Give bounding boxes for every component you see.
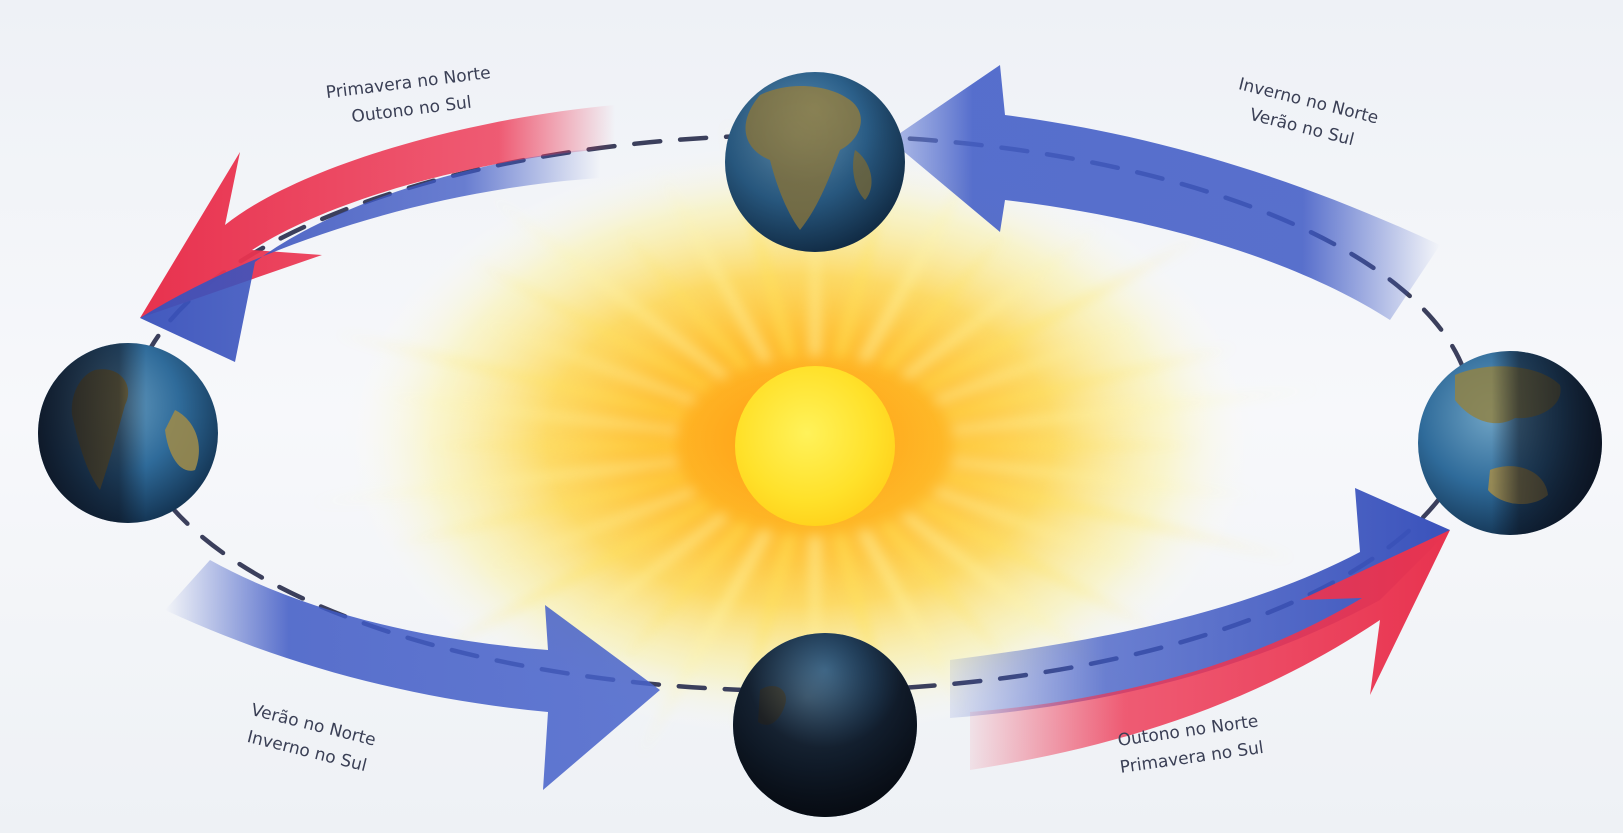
earth-globe-bottom (733, 633, 917, 817)
earth-globe-right (1418, 351, 1602, 535)
arrow-bottom-left (165, 560, 660, 790)
sun-ray (392, 472, 687, 546)
sun-ray (661, 173, 774, 364)
sun-ray (372, 395, 680, 435)
sun-ray (950, 388, 1319, 435)
earth-globe-top (725, 72, 905, 252)
sun-ray (954, 441, 1203, 451)
sun-ray (943, 472, 1296, 559)
sun-ray (479, 321, 698, 405)
sun-ray (486, 193, 731, 381)
sun-ray (423, 500, 713, 659)
arrow-top-right (890, 65, 1440, 320)
sun-ray (334, 333, 687, 420)
arrow-top-left (140, 105, 615, 362)
sun-ray (943, 346, 1238, 420)
sun-ray (878, 521, 1009, 663)
sun-ray (427, 441, 676, 451)
sun-ray (479, 487, 698, 571)
sun-ray (917, 233, 1207, 392)
sun-ray (878, 229, 1009, 371)
sun-ray (808, 535, 822, 696)
arrow-bottom-right (950, 488, 1450, 770)
sun-ray (899, 223, 1104, 381)
sun-ray (311, 457, 680, 504)
sun-ray (621, 229, 752, 371)
sun-ray (917, 500, 1160, 633)
sun-ray (856, 528, 969, 719)
sun-icon (735, 366, 895, 526)
sun-ray (640, 528, 774, 757)
sun-ray (932, 321, 1151, 405)
sun-ray (808, 196, 822, 357)
earth-globe-left (38, 343, 218, 523)
sun-ray (470, 259, 713, 392)
sun-ray (932, 487, 1151, 571)
sun-ray (621, 521, 752, 663)
sun-ray (950, 457, 1258, 497)
